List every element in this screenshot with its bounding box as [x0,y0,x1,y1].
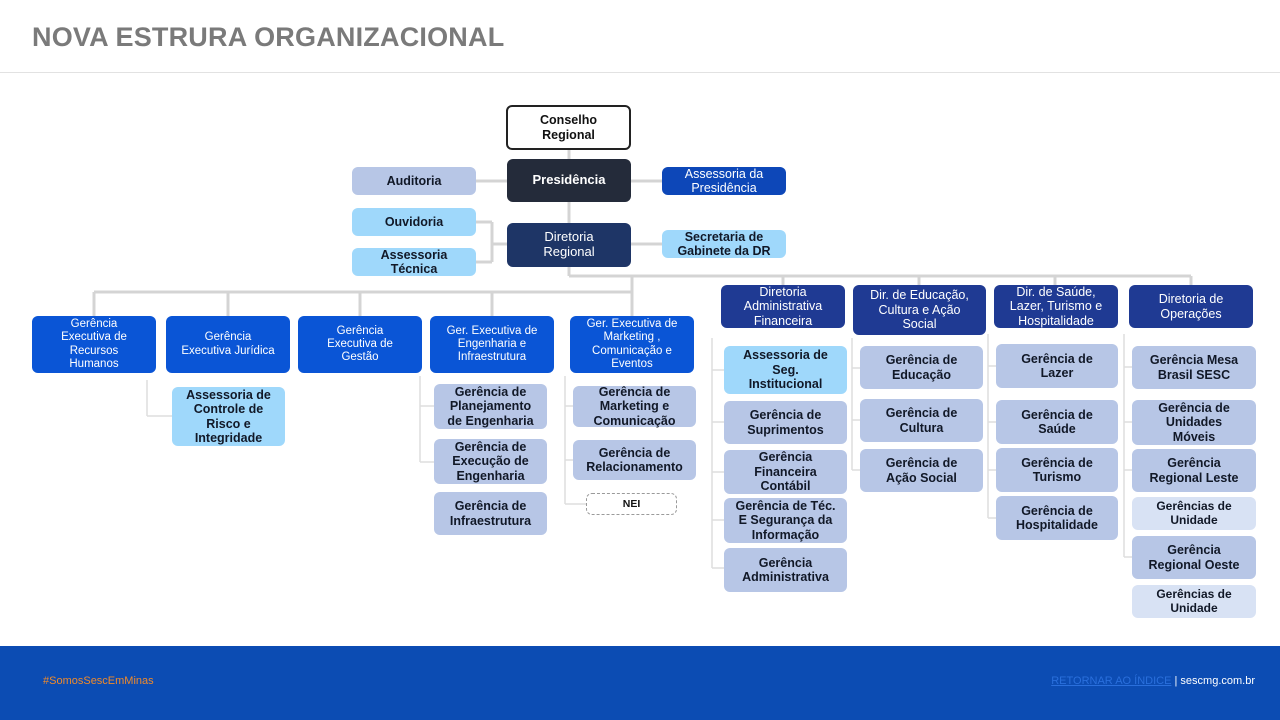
node-ouvidoria: Ouvidoria [352,208,476,236]
org-connector-lines [92,150,1193,569]
node-ger-tec-seguranca-info: Gerência de Téc. E Segurança da Informaç… [724,498,847,543]
footer-site: sescmg.com.br [1180,675,1255,687]
node-nei: NEI [586,493,677,515]
node-ger-infraestrutura: Gerência de Infraestrutura [434,492,547,535]
node-ger-lazer: Gerência de Lazer [996,344,1118,388]
node-secretaria-gabinete: Secretaria de Gabinete da DR [662,230,786,258]
node-dir-educacao-cultura: Dir. de Educação, Cultura e Ação Social [853,285,986,335]
page-title: NOVA ESTRURA ORGANIZACIONAL [32,22,505,52]
node-ger-regional-oeste: Gerência Regional Oeste [1132,536,1256,579]
node-ger-exec-juridica: Gerência Executiva Jurídica [166,316,290,373]
footer-separator: | [1171,675,1181,687]
node-assessoria-seg-institucional: Assessoria de Seg. Institucional [724,346,847,394]
node-auditoria: Auditoria [352,167,476,195]
node-ger-execucao-engenharia: Gerência de Execução de Engenharia [434,439,547,484]
node-dir-saude-lazer: Dir. de Saúde, Lazer, Turismo e Hospital… [994,285,1118,328]
node-dir-operacoes: Diretoria de Operações [1129,285,1253,328]
node-ger-exec-gestao: Gerência Executiva de Gestão [298,316,422,373]
node-diretoria-regional: Diretoria Regional [507,223,631,267]
node-ger-acao-social: Gerência de Ação Social [860,449,983,492]
node-ger-exec-engenharia: Ger. Executiva de Engenharia e Infraestr… [430,316,554,373]
node-ger-saude: Gerência de Saúde [996,400,1118,444]
node-presidencia: Presidência [507,159,631,202]
node-dir-adm-financeira: Diretoria Administrativa Financeira [721,285,845,328]
node-ger-cultura: Gerência de Cultura [860,399,983,442]
node-ger-administrativa: Gerência Administrativa [724,548,847,592]
node-ger-exec-rh: Gerência Executiva de Recursos Humanos [32,316,156,373]
node-ger-regional-leste: Gerência Regional Leste [1132,449,1256,492]
return-to-index-link[interactable]: RETORNAR AO ÍNDICE [1051,675,1172,687]
node-gerencias-unidade-leste: Gerências de Unidade [1132,497,1256,530]
node-ger-planejamento-engenharia: Gerência de Planejamento de Engenharia [434,384,547,429]
node-ger-financeira-contabil: Gerência Financeira Contábil [724,450,847,494]
node-ger-suprimentos: Gerência de Suprimentos [724,401,847,444]
footer-links: RETORNAR AO ÍNDICE | sescmg.com.br [1051,675,1255,687]
node-gerencias-unidade-oeste: Gerências de Unidade [1132,585,1256,618]
node-ger-educacao: Gerência de Educação [860,346,983,389]
node-assessoria-presidencia: Assessoria da Presidência [662,167,786,195]
footer-bar [0,646,1280,720]
node-ger-exec-marketing: Ger. Executiva de Marketing , Comunicaçã… [570,316,694,373]
node-conselho-regional: Conselho Regional [506,105,631,150]
node-assessoria-tecnica: Assessoria Técnica [352,248,476,276]
title-divider [0,72,1280,73]
node-ger-unidades-moveis: Gerência de Unidades Móveis [1132,400,1256,445]
footer-hashtag: #SomosSescEmMinas [43,675,154,687]
node-assessoria-controle-risco: Assessoria de Controle de Risco e Integr… [172,387,285,446]
node-ger-hospitalidade: Gerência de Hospitalidade [996,496,1118,540]
node-ger-mesa-brasil: Gerência Mesa Brasil SESC [1132,346,1256,389]
node-ger-turismo: Gerência de Turismo [996,448,1118,492]
node-ger-relacionamento: Gerência de Relacionamento [573,440,696,480]
node-ger-marketing-comunicacao: Gerência de Marketing e Comunicação [573,385,696,428]
